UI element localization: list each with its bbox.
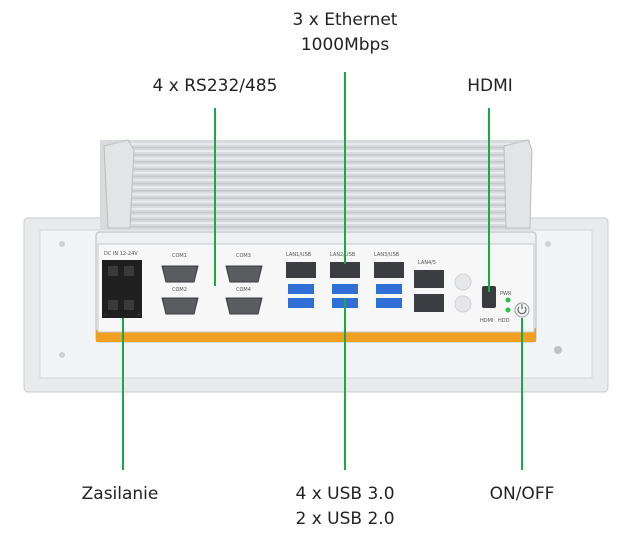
- ethernet-speed: 1000Mbps: [300, 35, 390, 55]
- ethernet-callout-label: 3 x Ethernet 1000Mbps: [270, 8, 420, 58]
- heatsink: [100, 140, 530, 230]
- usb-callout-label: 4 x USB 3.0 2 x USB 2.0: [270, 482, 420, 532]
- antenna-hole: [454, 295, 472, 313]
- lan2-label: LAN2/USB: [330, 252, 356, 258]
- minus-label: -: [104, 312, 106, 318]
- lan1-label: LAN1/USB: [286, 252, 312, 258]
- lan3-label: LAN3/USB: [374, 252, 400, 258]
- power-terminal: [102, 260, 142, 318]
- hdmi-callout-label: HDMI: [467, 76, 513, 96]
- antenna-hole: [454, 273, 472, 291]
- left-handle: [103, 139, 135, 229]
- ethernet-count: 3 x Ethernet: [292, 10, 398, 30]
- plus-label: +: [137, 312, 141, 318]
- power-callout-label: Zasilanie: [81, 484, 159, 504]
- dc-in-label: DC IN 12-24V: [104, 251, 138, 257]
- com4-label: COM4: [236, 287, 251, 293]
- com2-label: COM2: [172, 287, 187, 293]
- usb2-count: 2 x USB 2.0: [295, 509, 395, 529]
- lan45-label: LAN4/5: [418, 260, 436, 266]
- hdd-led: [505, 307, 511, 313]
- hdmi-port-label: HDMI: [480, 318, 493, 324]
- screw-icon: [545, 241, 551, 247]
- rs232-callout-label: 4 x RS232/485: [152, 76, 278, 96]
- pwr-label: PWR: [500, 291, 512, 297]
- lan45-ports: [414, 270, 444, 312]
- right-handle: [503, 139, 533, 229]
- screw-icon: [59, 241, 65, 247]
- screw-icon: [59, 352, 65, 358]
- onoff-callout-label: ON/OFF: [489, 484, 555, 504]
- pwr-led: [505, 297, 511, 303]
- hdd-label: HDD: [498, 318, 510, 324]
- usb3-count: 4 x USB 3.0: [295, 484, 395, 504]
- screw-icon: [554, 346, 562, 354]
- com1-label: COM1: [172, 253, 187, 259]
- hdmi-port: [482, 286, 496, 308]
- power-button-icon: [514, 302, 530, 318]
- com-ports: [161, 265, 263, 315]
- com3-label: COM3: [236, 253, 251, 259]
